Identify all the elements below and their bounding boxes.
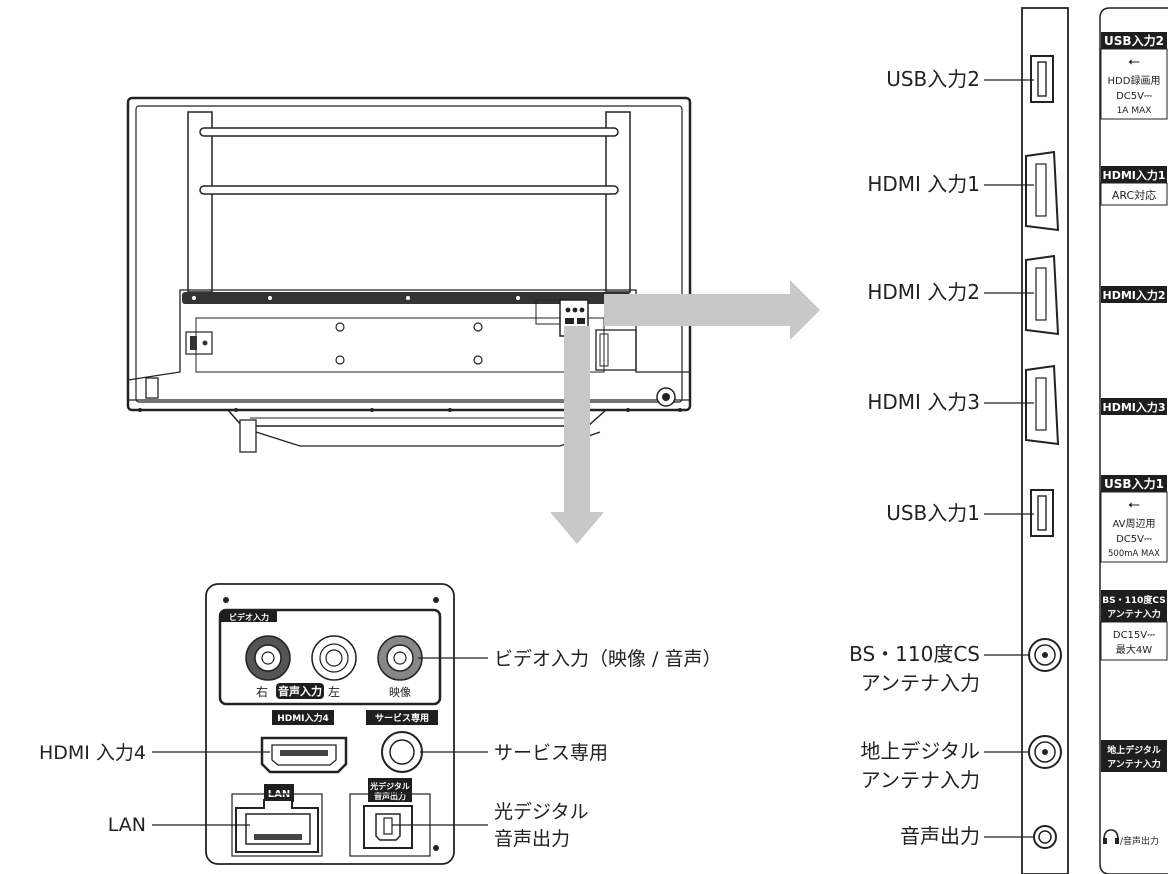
usb1-line1: AV周辺用 xyxy=(1112,518,1155,530)
hdmi2-port xyxy=(1025,254,1060,336)
terr-badge-line1: 地上デジタル xyxy=(1107,744,1161,756)
bs-badge-line1: BS・110度CS xyxy=(1102,594,1165,606)
callout-usb1: USB入力1 xyxy=(886,501,980,525)
hdmi2-badge: HDMI入力2 xyxy=(1102,288,1165,302)
callout-optical-line2: 音声出力 xyxy=(494,828,570,850)
bs-badge-line2: アンテナ入力 xyxy=(1107,608,1161,620)
terr-badge-line2: アンテナ入力 xyxy=(1107,758,1161,770)
rca-left-jack xyxy=(311,635,357,681)
bs-antenna-port xyxy=(1028,638,1062,672)
usb2-badge: USB入力2 xyxy=(1104,33,1164,48)
terrestrial-antenna-port xyxy=(1028,735,1062,769)
usb1-line3: 500mA MAX xyxy=(1108,549,1160,559)
left-label: 左 xyxy=(328,684,340,699)
rca-right-jack xyxy=(245,635,291,681)
usb1-line2: DC5V⎓ xyxy=(1116,534,1152,545)
right-label: 右 xyxy=(256,684,268,699)
right-callouts: USB入力2 HDMI 入力1 HDMI 入力2 HDMI 入力3 USB入力1… xyxy=(849,67,1034,848)
hdmi1-sub: ARC対応 xyxy=(1112,188,1156,202)
optical-port xyxy=(363,805,413,849)
callout-hdmi3: HDMI 入力3 xyxy=(867,390,980,414)
callout-terr-line2: アンテナ入力 xyxy=(861,768,980,792)
optical-tag-line2: 音声出力 xyxy=(374,791,406,801)
side-label-strip: USB入力2 ⭠ HDD録画用 DC5V⎓ 1A MAX HDMI入力1 ARC… xyxy=(1099,7,1168,874)
hdmi3-port xyxy=(1025,364,1060,446)
side-terminal-strip xyxy=(1021,7,1069,874)
callout-hdmi4: HDMI 入力4 xyxy=(39,742,146,764)
callout-lan: LAN xyxy=(108,814,146,836)
tv-rear-view xyxy=(126,96,692,453)
callout-bs-line2: アンテナ入力 xyxy=(861,671,980,695)
callout-optical-line1: 光デジタル xyxy=(494,801,589,823)
callout-audio-out: 音声出力 xyxy=(900,824,980,848)
hdmi3-badge: HDMI入力3 xyxy=(1102,400,1165,414)
audio-out-jack xyxy=(1033,825,1057,849)
arrow-right xyxy=(604,280,820,340)
callout-bs-line1: BS・110度CS xyxy=(849,642,980,666)
rca-video-jack xyxy=(377,635,423,681)
callout-service: サービス専用 xyxy=(494,742,608,764)
usb2-line3: 1A MAX xyxy=(1117,106,1152,116)
rear-callouts: ビデオ入力（映像 / 音声） サービス専用 HDMI 入力4 LAN 光デジタル… xyxy=(39,648,722,850)
hdmi1-badge: HDMI入力1 xyxy=(1102,168,1165,182)
usb1-port xyxy=(1030,489,1054,537)
arrow-down xyxy=(550,326,604,544)
hdmi4-tag: HDMI入力4 xyxy=(277,712,329,724)
callout-hdmi2: HDMI 入力2 xyxy=(867,280,980,304)
bs-sub-line1: DC15V⎓ xyxy=(1113,630,1155,641)
video-input-tag: ビデオ入力 xyxy=(229,612,269,622)
callout-video-in: ビデオ入力（映像 / 音声） xyxy=(494,648,721,670)
video-label: 映像 xyxy=(389,686,411,699)
hdmi4-port xyxy=(260,736,348,774)
usb-icon-2: ⭠ xyxy=(1128,495,1140,513)
callout-hdmi1: HDMI 入力1 xyxy=(867,172,980,196)
usb2-line2: DC5V⎓ xyxy=(1116,91,1152,102)
callout-usb2: USB入力2 xyxy=(886,67,980,91)
service-jack xyxy=(381,731,423,773)
lan-port xyxy=(235,799,319,853)
callout-terr-line1: 地上デジタル xyxy=(860,739,980,763)
hdmi1-port xyxy=(1025,150,1060,232)
optical-tag-line1: 光デジタル xyxy=(369,781,410,791)
usb2-line1: HDD録画用 xyxy=(1108,74,1161,87)
service-tag: サービス専用 xyxy=(375,712,429,724)
rear-terminal-panel: ビデオ入力 右 音声入力 左 映像 HDMI入力4 xyxy=(205,583,455,865)
headphone-icon xyxy=(1103,829,1119,844)
audio-input-tag: 音声入力 xyxy=(278,684,322,698)
bs-sub-line2: 最大4W xyxy=(1116,643,1152,656)
usb1-badge: USB入力1 xyxy=(1104,476,1164,491)
side-audio-out-label: /音声出力 xyxy=(1120,835,1159,847)
usb-icon: ⭠ xyxy=(1128,52,1140,70)
usb2-port xyxy=(1030,55,1054,103)
